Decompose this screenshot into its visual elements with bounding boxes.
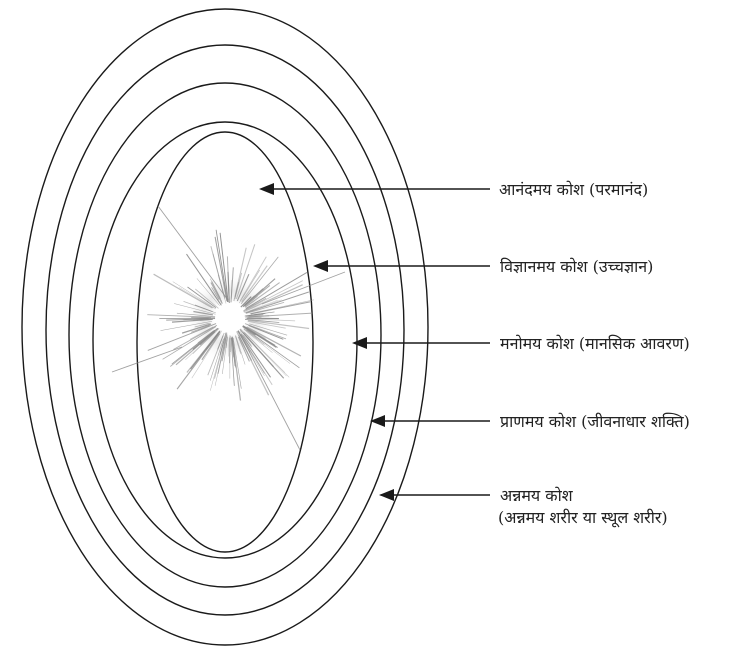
label-annamaya-kosha: अन्नमय कोश (अन्नमय शरीर या स्थूल शरीर) [500,485,668,529]
label-manomaya-kosha: मनोमय कोश (मानसिक आवरण) [500,333,690,355]
label-annamaya-subtitle: (अन्नमय शरीर या स्थूल शरीर) [498,507,668,529]
arrow-anandamaya-icon [259,183,490,195]
arrow-pranamaya-icon [370,415,490,427]
starburst-streak [112,347,182,372]
starburst-core [215,303,245,333]
label-anandamaya-text: आनंदमय कोश (परमानंद) [499,179,648,201]
arrow-manomaya-icon [352,337,490,349]
label-annamaya-text: अन्नमय कोश [500,485,668,507]
label-manomaya-text: मनोमय कोश (मानसिक आवरण) [500,333,690,355]
label-pranamaya-text: प्राणमय कोश (जीवनाधार शक्ति) [500,411,690,433]
starburst-streak [238,330,300,450]
pointer-arrows [259,183,490,501]
arrow-vijnanamaya-icon [313,260,490,272]
label-vijnanamaya-text: विज्ञानमय कोश (उच्चज्ञान) [500,256,653,278]
label-vijnanamaya-kosha: विज्ञानमय कोश (उच्चज्ञान) [500,256,653,278]
label-pranamaya-kosha: प्राणमय कोश (जीवनाधार शक्ति) [500,411,690,433]
starburst-streak [262,272,345,304]
label-anandamaya-kosha: आनंदमय कोश (परमानंद) [499,179,648,201]
starburst-streak [158,206,228,300]
